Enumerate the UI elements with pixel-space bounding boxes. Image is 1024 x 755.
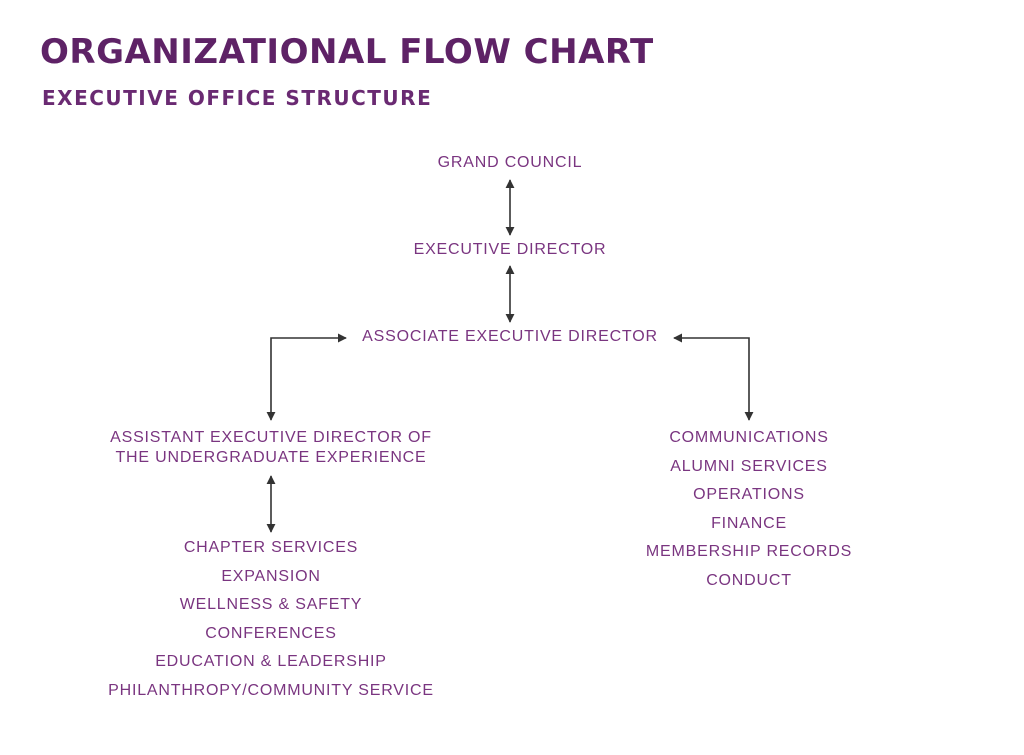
list-item: EXPANSION: [221, 567, 321, 585]
node-grand-council: GRAND COUNCIL: [437, 154, 583, 171]
arrow-associate-assistant: [266, 333, 347, 421]
assistant-director-line-2: THE UNDERGRADUATE EXPERIENCE: [115, 449, 427, 466]
list-item: WELLNESS & SAFETY: [179, 596, 363, 613]
page-subtitle: EXECUTIVE OFFICE STRUCTURE: [42, 86, 433, 110]
list-item: PHILANTHROPY/COMMUNITY SERVICE: [108, 681, 434, 699]
assistant-director-line-1: ASSISTANT EXECUTIVE DIRECTOR OF: [110, 429, 432, 446]
list-item: FINANCE: [711, 514, 787, 532]
list-item: ALUMNI SERVICES: [670, 457, 828, 475]
list-item: CHAPTER SERVICES: [183, 539, 359, 556]
right-department-list: COMMUNICATIONS ALUMNI SERVICES OPERATION…: [646, 428, 852, 599]
list-item: CONFERENCES: [205, 624, 337, 642]
list-item: COMMUNICATIONS: [669, 429, 829, 446]
left-department-list: CHAPTER SERVICES EXPANSION WELLNESS & SA…: [108, 538, 434, 709]
page-title: ORGANIZATIONAL FLOW CHART: [40, 32, 654, 72]
node-associate-executive-director: ASSOCIATE EXECUTIVE DIRECTOR: [362, 328, 658, 345]
node-assistant-executive-director: ASSISTANT EXECUTIVE DIRECTOR OF THE UNDE…: [110, 428, 432, 468]
list-item: EDUCATION & LEADERSHIP: [155, 653, 387, 670]
node-executive-director: EXECUTIVE DIRECTOR: [413, 241, 607, 258]
list-item: CONDUCT: [706, 571, 792, 589]
list-item: OPERATIONS: [693, 486, 805, 503]
arrow-associate-communications: [673, 333, 754, 421]
list-item: MEMBERSHIP RECORDS: [645, 543, 853, 560]
